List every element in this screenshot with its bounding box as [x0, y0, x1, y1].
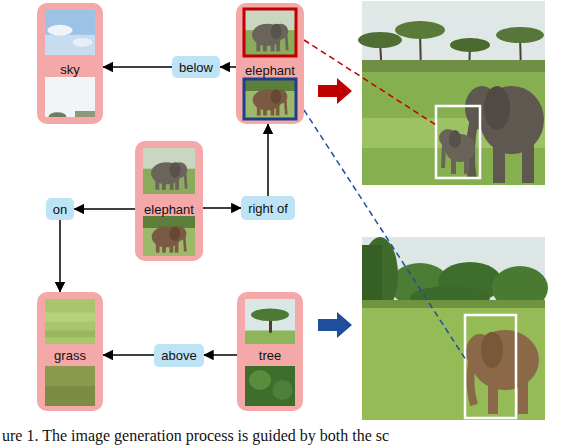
patch-detail	[245, 366, 295, 406]
relation-arrow	[103, 66, 172, 68]
relation-box: below	[172, 56, 220, 78]
relation-arrow	[204, 354, 237, 356]
patch-detail	[175, 242, 179, 253]
relation-box: above	[154, 344, 203, 367]
patch-border	[244, 9, 296, 56]
patch-detail	[170, 179, 174, 190]
relation-label: on	[53, 202, 67, 217]
patch-detail	[45, 313, 95, 322]
relation-label: below	[179, 60, 213, 75]
patch-detail	[143, 148, 195, 194]
patch-detail	[271, 105, 275, 116]
patch-detail	[271, 40, 275, 51]
patch-detail	[271, 89, 282, 104]
object-node: sky	[37, 3, 103, 124]
image-patch	[45, 10, 95, 55]
patch-detail	[263, 105, 267, 116]
photo-meadow	[362, 237, 548, 420]
dashed-link	[304, 40, 436, 125]
image-patch	[45, 299, 95, 344]
image-patch	[245, 299, 295, 344]
patch-detail	[185, 173, 186, 188]
relation-label: right of	[248, 201, 288, 216]
image-patch	[244, 79, 296, 119]
image-patches	[135, 141, 203, 261]
patch-detail	[170, 226, 181, 241]
object-label: tree	[259, 348, 281, 363]
object-node: elephant	[135, 141, 203, 261]
patch-detail	[45, 10, 95, 55]
relation-arrow	[203, 207, 241, 209]
patch-detail	[143, 216, 195, 256]
relation-arrow	[59, 220, 61, 292]
red-arrow	[318, 78, 352, 104]
patch-detail	[271, 24, 282, 39]
patch-detail	[155, 179, 159, 190]
dashed-link	[304, 110, 466, 360]
object-node: grass	[37, 292, 103, 411]
image-patch	[45, 77, 95, 122]
patch-detail	[170, 242, 174, 253]
photo-savanna	[358, 1, 545, 185]
relation-arrow	[220, 66, 236, 68]
patch-detail	[156, 242, 160, 253]
object-label: elephant	[144, 202, 194, 217]
patch-detail	[251, 308, 289, 321]
patch-detail	[184, 237, 185, 252]
patch-detail	[170, 162, 181, 177]
patch-detail	[162, 242, 166, 253]
patch-detail	[45, 386, 95, 406]
relation-arrow	[103, 354, 154, 356]
object-node: elephant	[236, 3, 304, 124]
relation-box: right of	[241, 196, 295, 220]
figure-caption: ure 1. The image generation process is g…	[2, 426, 389, 445]
patch-detail	[257, 105, 261, 116]
image-patch	[244, 9, 296, 56]
patch-detail	[49, 112, 67, 117]
patch-detail	[48, 25, 73, 36]
patch-detail	[244, 79, 296, 119]
object-label: elephant	[245, 63, 295, 78]
patch-border	[244, 79, 296, 119]
patch-detail	[45, 331, 95, 338]
patch-detail	[45, 366, 95, 406]
patch-detail	[256, 40, 260, 51]
patch-detail	[263, 40, 267, 51]
relation-arrow	[267, 124, 269, 196]
patch-detail	[245, 299, 295, 344]
patch-detail	[273, 380, 293, 400]
caption-text: ure 1. The image generation process is g…	[2, 427, 389, 444]
blue-arrow	[318, 312, 352, 338]
object-label: sky	[60, 62, 80, 77]
object-node: tree	[237, 292, 303, 411]
patch-detail	[45, 77, 95, 117]
relation-box: on	[46, 198, 74, 220]
patch-detail	[73, 38, 93, 47]
image-patch	[45, 366, 95, 406]
patch-detail	[175, 179, 179, 190]
patch-detail	[276, 40, 280, 51]
patch-detail	[276, 105, 280, 116]
relation-arrow	[74, 208, 135, 210]
patch-detail	[143, 216, 195, 228]
patch-detail	[249, 370, 271, 390]
image-patch	[143, 216, 195, 256]
image-patch	[245, 366, 295, 406]
patch-detail	[244, 79, 296, 91]
patch-detail	[45, 35, 95, 55]
object-label: grass	[54, 348, 86, 363]
patch-detail	[244, 9, 296, 56]
patch-detail	[45, 299, 95, 344]
image-patch	[143, 148, 195, 194]
patch-detail	[286, 35, 287, 50]
patch-detail	[75, 111, 95, 117]
patch-detail	[285, 100, 286, 115]
relation-label: above	[161, 348, 196, 363]
patch-detail	[162, 179, 166, 190]
